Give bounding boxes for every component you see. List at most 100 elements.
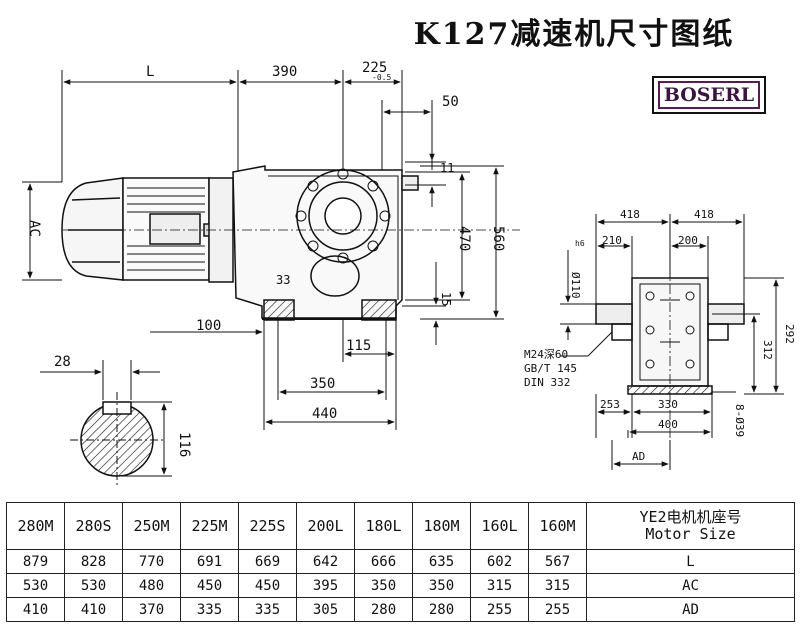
shaft-section <box>40 360 172 486</box>
table-cell: 395 <box>296 573 355 598</box>
dim-110-tol: h6 <box>575 239 585 248</box>
col-header: 225S <box>238 502 297 550</box>
table-cell: 350 <box>354 573 413 598</box>
dim-200: 200 <box>678 234 698 247</box>
gearbox-foot-right <box>361 299 397 321</box>
row-label: AC <box>586 573 795 598</box>
front-view <box>61 165 419 321</box>
row-label: L <box>586 549 795 574</box>
std-gb: GB/T 145 <box>524 362 577 375</box>
table-cell: 410 <box>64 597 123 622</box>
motor-terminal-box <box>149 213 201 245</box>
dimension-labels: L 390 225 -0.5 50 11 470 560 AC 33 100 1… <box>26 60 796 463</box>
table-row: 410 410 370 335 335 305 280 280 255 255 … <box>6 597 795 622</box>
table-cell: 635 <box>412 549 471 574</box>
col-header: 160M <box>528 502 587 550</box>
brand-text: BOSERL <box>657 81 761 109</box>
drawing-title: K127减速机尺寸图纸 <box>413 17 735 52</box>
table-cell: 335 <box>238 597 297 622</box>
col-header: 180M <box>412 502 471 550</box>
table-cell: 480 <box>122 573 181 598</box>
dim-115: 115 <box>346 338 371 354</box>
dim-418-right: 418 <box>694 208 714 221</box>
table-cell: 410 <box>6 597 65 622</box>
dim-110: Ø110 <box>569 272 582 299</box>
row-label: AD <box>586 597 795 622</box>
dim-292: 292 <box>783 324 796 344</box>
table-cell: 280 <box>354 597 413 622</box>
side-housing <box>631 277 709 387</box>
dim-33: 33 <box>276 273 290 287</box>
header-label-en: Motor Size <box>645 525 736 543</box>
dim-330: 330 <box>658 398 678 411</box>
dim-AC: AC <box>26 220 42 237</box>
table-row: 879 828 770 691 669 642 666 635 602 567 … <box>6 549 795 574</box>
table-row: 530 530 480 450 450 395 350 350 315 315 … <box>6 573 795 598</box>
table-cell: 315 <box>470 573 529 598</box>
table-cell: 350 <box>412 573 471 598</box>
table-cell: 828 <box>64 549 123 574</box>
dim-440: 440 <box>312 406 337 422</box>
std-din: DIN 332 <box>524 376 570 389</box>
col-header: 180L <box>354 502 413 550</box>
dim-AD: AD <box>632 450 645 463</box>
dim-253: 253 <box>600 398 620 411</box>
motor-size-table: 280M 280S 250M 225M 225S 200L 180L 180M … <box>6 502 795 622</box>
dim-350: 350 <box>310 376 335 392</box>
table-cell: 691 <box>180 549 239 574</box>
brand-logo: BOSERL <box>652 76 766 114</box>
dim-50: 50 <box>442 94 459 110</box>
dim-400: 400 <box>658 418 678 431</box>
table-cell: 567 <box>528 549 587 574</box>
table-cell: 642 <box>296 549 355 574</box>
dim-8-039: 8-Ø39 <box>733 404 746 437</box>
table-cell: 370 <box>122 597 181 622</box>
table-cell: 305 <box>296 597 355 622</box>
table-cell: 255 <box>528 597 587 622</box>
col-header: 250M <box>122 502 181 550</box>
table-cell: 530 <box>64 573 123 598</box>
table-cell: 530 <box>6 573 65 598</box>
table-cell: 666 <box>354 549 413 574</box>
col-header: 160L <box>470 502 529 550</box>
dim-L: L <box>146 64 154 80</box>
table-cell: 669 <box>238 549 297 574</box>
dimension-drawing: L 390 225 -0.5 50 11 470 560 AC 33 100 1… <box>22 60 796 486</box>
bolt-spec: M24深60 <box>524 348 568 361</box>
table-cell: 280 <box>412 597 471 622</box>
motor-fan-cover <box>61 177 124 281</box>
gearbox-foot-left <box>263 299 295 321</box>
front-dimensions <box>22 70 520 430</box>
col-header: 280S <box>64 502 123 550</box>
table-cell: 255 <box>470 597 529 622</box>
table-cell: 770 <box>122 549 181 574</box>
dim-210: 210 <box>602 234 622 247</box>
dim-390: 390 <box>272 64 297 80</box>
dim-28: 28 <box>54 354 71 370</box>
table-cell: 315 <box>528 573 587 598</box>
side-dimensions <box>560 214 784 470</box>
dim-470: 470 <box>456 226 472 251</box>
table-cell: 335 <box>180 597 239 622</box>
side-shaft-left <box>595 303 633 325</box>
dim-312: 312 <box>761 340 774 360</box>
col-header: 200L <box>296 502 355 550</box>
dim-15: 15 <box>439 292 453 306</box>
header-label-cn: YE2电机机座号 <box>639 508 742 526</box>
table-header-row: 280M 280S 250M 225M 225S 200L 180L 180M … <box>6 502 795 550</box>
table-cell: 879 <box>6 549 65 574</box>
dim-225-tol: -0.5 <box>372 73 391 82</box>
dim-116: 116 <box>176 432 192 457</box>
output-bore <box>324 197 362 235</box>
col-header: 225M <box>180 502 239 550</box>
dim-418-left: 418 <box>620 208 640 221</box>
row-header-title: YE2电机机座号 Motor Size <box>586 502 795 550</box>
dim-100: 100 <box>196 318 221 334</box>
table-cell: 450 <box>180 573 239 598</box>
table-cell: 450 <box>238 573 297 598</box>
dim-560: 560 <box>490 226 506 251</box>
col-header: 280M <box>6 502 65 550</box>
dim-11: 11 <box>440 161 454 175</box>
dim-225: 225 <box>362 60 387 76</box>
table-cell: 602 <box>470 549 529 574</box>
